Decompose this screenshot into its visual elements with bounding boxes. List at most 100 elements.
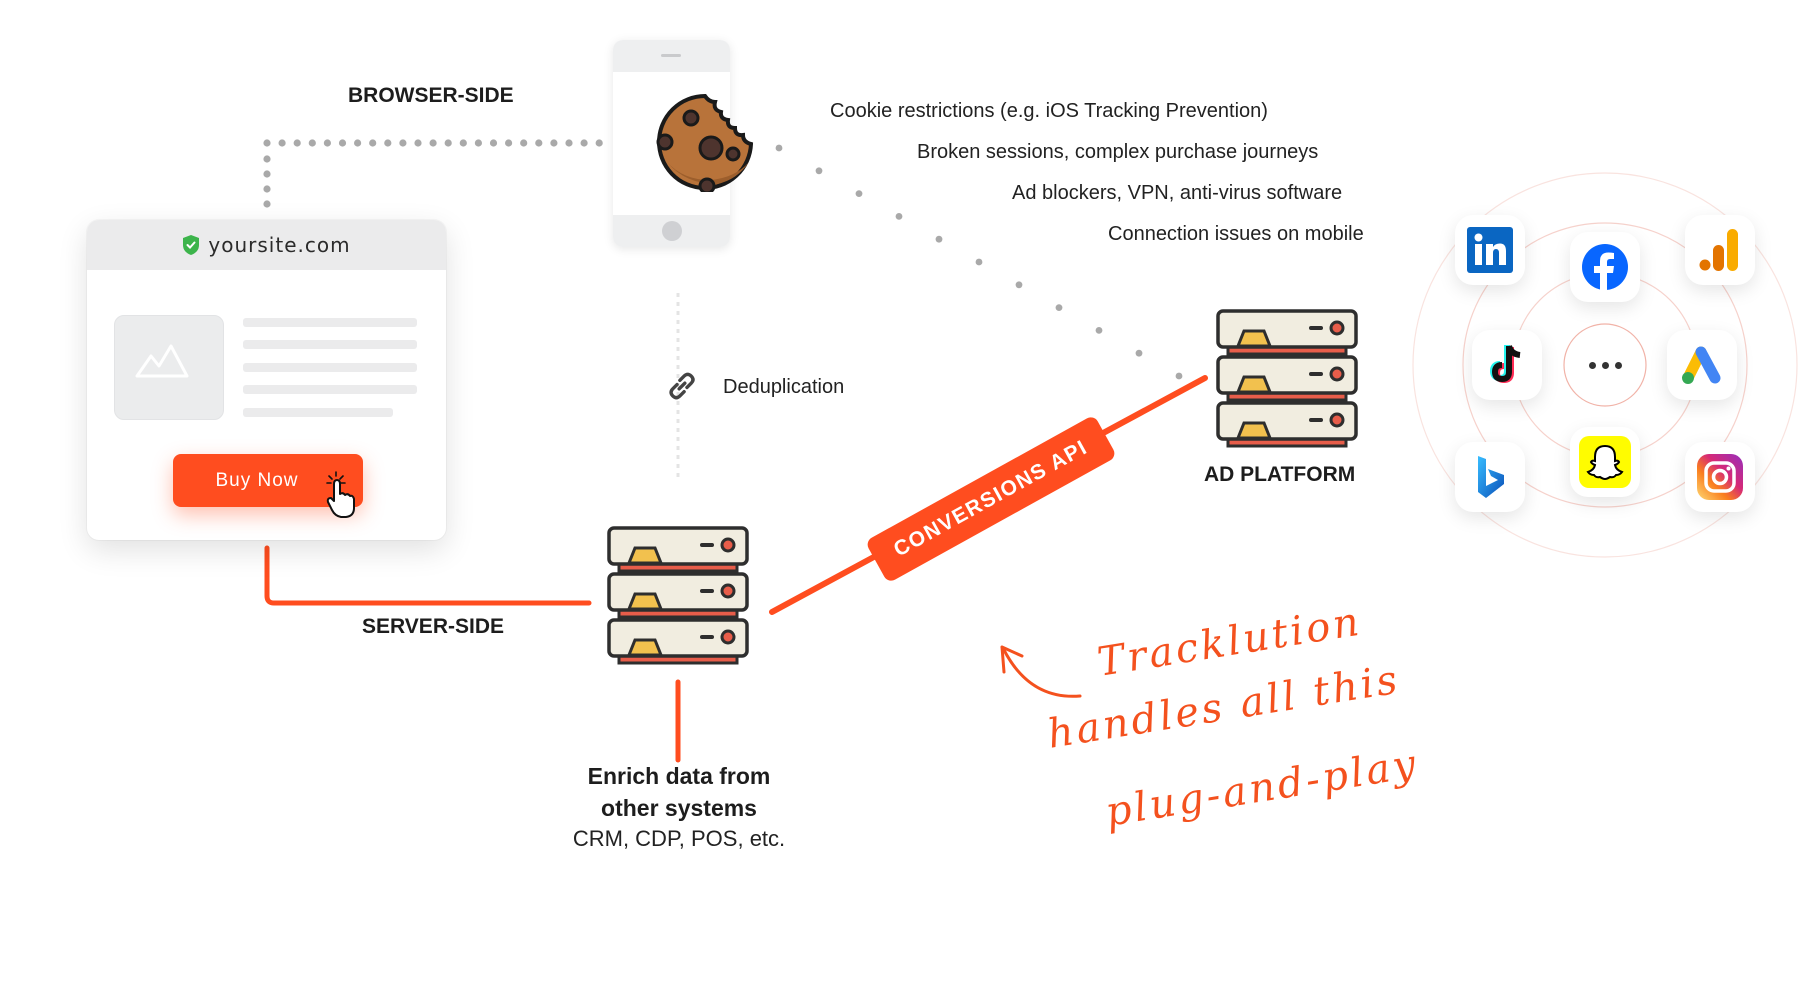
platform-tile-google-ads[interactable] [1667,330,1737,400]
path-dot [565,139,573,147]
platform-tile-snapchat[interactable] [1570,427,1640,497]
browser-window: yoursite.com Buy Now [87,220,446,540]
path-dot [975,258,983,266]
server-drive [1235,421,1273,440]
server-drive [626,638,664,657]
arrowhead-icon [1000,645,1024,674]
issue-cookie-restrictions: Cookie restrictions (e.g. iOS Tracking P… [830,100,1268,122]
path-dot [474,139,482,147]
path-dot [815,167,823,175]
path-dot [1135,349,1143,357]
mountain-image-icon [135,344,189,378]
path-dot [263,185,271,193]
issue-connection-mobile: Connection issues on mobile [1108,223,1364,245]
path-dot [263,155,271,163]
platform-tile-tiktok[interactable] [1472,330,1542,400]
secure-shield-icon [183,235,200,255]
phone-home-button [662,221,682,241]
buy-now-label: Buy Now [215,469,299,491]
browser-side-label: BROWSER-SIDE [348,84,514,107]
server-drive [626,592,664,611]
path-dot [263,139,271,147]
enrich-subtitle: CRM, CDP, POS, etc. [572,826,786,851]
path-dot [595,139,603,147]
facebook-icon [1582,244,1628,290]
server-led [720,537,736,553]
text-placeholder-line [243,318,417,327]
server-side-line [264,545,592,606]
path-dot [775,144,783,152]
text-placeholder-line [243,385,417,394]
path-dot [263,200,271,208]
server-led [1329,366,1345,382]
path-dot [935,235,943,243]
path-dot [1015,281,1023,289]
path-dot [354,139,362,147]
server-led [720,583,736,599]
path-dot [308,139,316,147]
path-dot [550,139,558,147]
more-dots-icon [1588,361,1596,369]
path-dot [489,139,498,147]
more-platforms-button[interactable] [1580,355,1630,375]
path-dot [263,170,271,178]
server-drive [1235,329,1273,348]
path-dot [505,139,513,147]
path-dot [278,139,286,147]
google-analytics-icon [1699,229,1738,271]
issue-broken-sessions: Broken sessions, complex purchase journe… [917,141,1319,163]
path-dot [855,190,863,198]
platform-tile-facebook[interactable] [1570,232,1640,302]
path-dot [384,139,392,147]
platform-tile-instagram[interactable] [1685,442,1755,512]
phone-speaker [661,54,681,57]
enrich-data-block: Enrich data from other systems CRM, CDP,… [520,760,838,854]
deduplication-label: Deduplication [723,376,845,398]
path-dot [520,139,528,147]
path-dot [1055,304,1063,311]
issue-ad-blockers: Ad blockers, VPN, anti-virus software [1012,182,1343,204]
cookie-icon [656,93,754,192]
link-chain-icon [669,372,695,400]
ad-platform-label: AD PLATFORM [1204,463,1356,486]
platform-tile-bing[interactable] [1455,442,1525,512]
site-url: yoursite.com [208,233,351,257]
path-dot [580,139,588,147]
path-dot [338,139,347,147]
linkedin-icon [1467,227,1513,273]
google-ads-icon [1682,346,1721,384]
path-dot [293,139,301,147]
path-dot [369,139,377,147]
server-side-label: SERVER-SIDE [362,615,504,638]
server-led [1329,320,1345,336]
path-dot [429,139,437,147]
hand-cursor-icon [326,471,355,518]
ad-platform-server-icon [1216,309,1358,448]
snapchat-icon [1579,436,1631,488]
server-led [720,629,736,645]
browser-address-bar: yoursite.com [87,220,446,270]
image-placeholder [114,315,224,420]
path-dot [1175,372,1183,380]
bing-icon [1478,456,1504,498]
more-dots-icon [1614,361,1622,369]
path-dot [535,139,543,147]
text-placeholder-line [243,408,393,417]
enrich-title-line2: other systems [601,795,757,821]
platform-tile-google-analytics[interactable] [1685,215,1755,285]
path-dot [444,139,452,147]
cookie-to-ad-platform-dotted-path [775,144,1183,380]
path-dot [459,139,467,147]
path-dot [399,139,407,147]
handwritten-arrow [1002,648,1082,698]
phone-bottom-bezel [613,215,730,247]
enrich-title-line1: Enrich data from [587,763,771,789]
text-placeholder-line [243,363,417,372]
path-dot [323,139,331,147]
path-dot [895,213,903,220]
platform-tile-linkedin[interactable] [1455,215,1525,285]
phone-top-bezel [613,40,730,72]
tiktok-icon [1489,345,1521,384]
text-placeholder-line [243,340,417,349]
instagram-icon [1697,454,1743,500]
